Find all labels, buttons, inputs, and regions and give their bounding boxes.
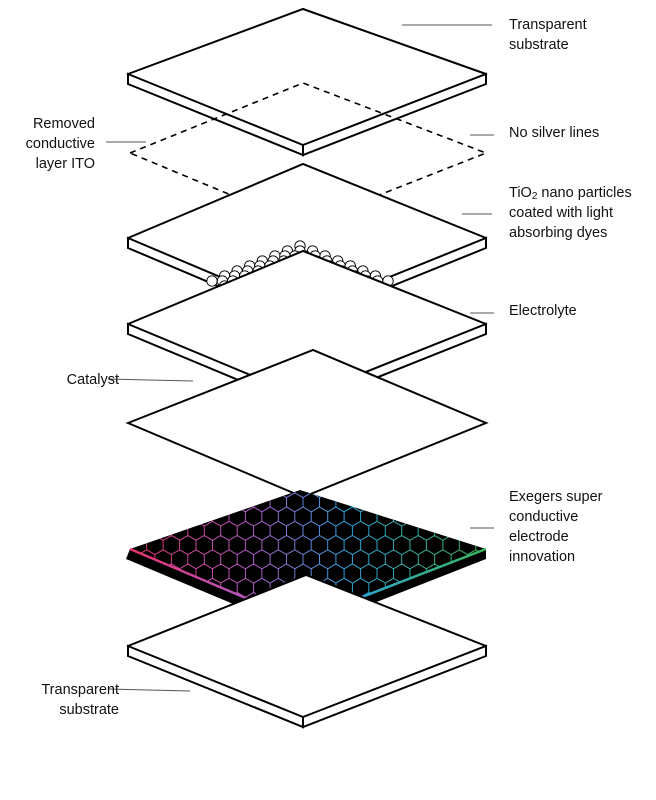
label-line: layer ITO xyxy=(35,156,95,172)
label-electrolyte: Electrolyte xyxy=(509,301,577,321)
leader-lines xyxy=(106,24,494,692)
tio2-prefix: TiO xyxy=(509,185,532,201)
label-no-silver-lines: No silver lines xyxy=(509,123,599,143)
label-line: electrode xyxy=(509,529,569,545)
label-catalyst: Catalyst xyxy=(67,370,119,390)
label-tio2: TiO2 nano particles coated with light ab… xyxy=(509,183,632,243)
nano-particle xyxy=(206,275,218,287)
label-removed-ito: Removed conductive layer ITO xyxy=(26,114,95,174)
leader-bottom-substrate xyxy=(107,688,191,692)
leader-catalyst xyxy=(107,378,194,382)
label-line: Catalyst xyxy=(66,372,119,388)
label-line: No silver lines xyxy=(509,125,600,141)
tio2-rest: nano particles xyxy=(537,185,632,201)
top-substrate-layer xyxy=(126,7,488,157)
label-line: innovation xyxy=(509,549,576,565)
label-top-substrate: Transparent substrate xyxy=(509,15,587,55)
label-line: TiO2 nano particles xyxy=(509,183,632,203)
label-line: Removed xyxy=(32,116,95,132)
label-line: Transparent xyxy=(41,682,119,698)
bottom-substrate-layer xyxy=(126,573,488,729)
tio2-subscript: 2 xyxy=(531,191,538,202)
label-line: absorbing dyes xyxy=(509,225,608,241)
label-bottom-substrate: Transparent substrate xyxy=(41,680,119,720)
label-line: coated with light xyxy=(509,205,613,221)
catalyst-layer xyxy=(125,348,489,499)
label-line: conductive xyxy=(25,136,95,152)
label-line: Exegers super xyxy=(509,489,603,505)
label-line: substrate xyxy=(59,702,119,718)
label-line: Transparent xyxy=(509,17,587,33)
label-line: substrate xyxy=(509,37,569,53)
label-line: conductive xyxy=(509,509,579,525)
label-line: Electrolyte xyxy=(509,303,577,319)
label-electrode: Exegers super conductive electrode innov… xyxy=(509,487,603,567)
